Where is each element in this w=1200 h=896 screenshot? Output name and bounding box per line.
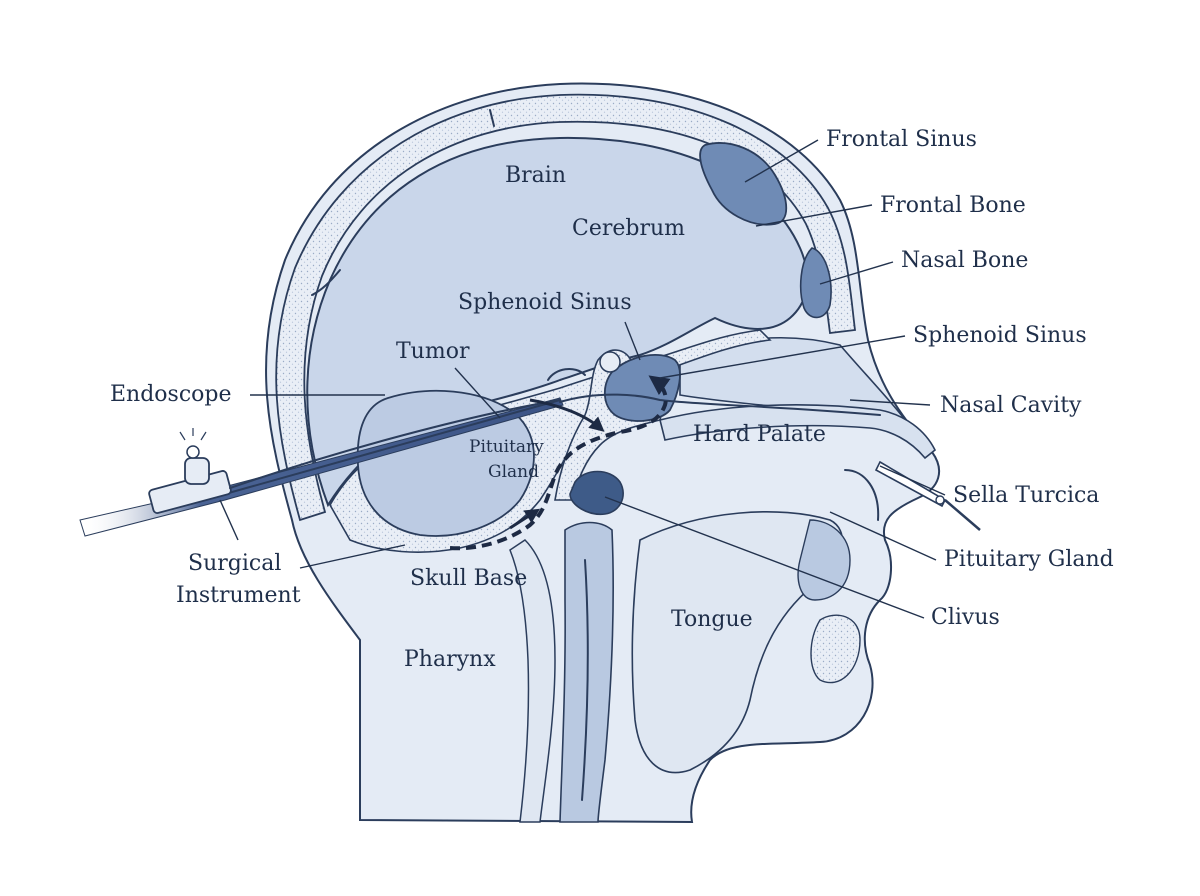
- label-brain: Brain: [505, 163, 566, 188]
- label-pituitary-gland-inner-2: Gland: [488, 462, 539, 482]
- nasal-bone-region: [799, 247, 832, 319]
- pharynx-region: [509, 539, 556, 823]
- label-nasal-bone: Nasal Bone: [901, 248, 1028, 273]
- leader-tumor: [454, 367, 501, 419]
- label-tumor: Tumor: [396, 339, 470, 364]
- label-frontal-bone: Frontal Bone: [880, 193, 1026, 218]
- surgical-instrument-right: [874, 460, 981, 531]
- leader-skull-base: [299, 544, 406, 569]
- label-clivus: Clivus: [931, 605, 1000, 630]
- label-frontal-sinus: Frontal Sinus: [826, 127, 977, 152]
- skull-bone-outer: [275, 93, 857, 522]
- path-arrow-lower: [509, 508, 541, 530]
- leader-nasal-bone: [819, 261, 894, 285]
- label-hard-palate: Hard Palate: [693, 422, 826, 447]
- sphenoid-sinus-region: [603, 353, 681, 422]
- lower-lip-region: [810, 614, 861, 684]
- tongue-region: [631, 511, 844, 774]
- frontal-sinus-region: [699, 142, 788, 226]
- hard-palate-region: [659, 404, 937, 460]
- pituitary-gland-region: [569, 470, 624, 515]
- surgical-path: [449, 375, 671, 551]
- leader-pituitary-gland-right: [829, 511, 937, 561]
- label-skull-base: Skull Base: [410, 566, 527, 591]
- label-tongue: Tongue: [671, 607, 753, 632]
- label-pituitary-gland-right: Pituitary Gland: [944, 547, 1114, 572]
- leader-surgical-instrument: [219, 499, 239, 541]
- endoscope-handle: [148, 445, 232, 514]
- leader-frontal-bone: [755, 204, 873, 227]
- leader-sella-turcica: [879, 465, 946, 496]
- leader-frontal-sinus: [744, 139, 819, 183]
- label-surgical-instrument-1: Surgical: [188, 551, 281, 576]
- leader-nasal-cavity: [849, 399, 931, 406]
- label-sphenoid-sinus-center: Sphenoid Sinus: [458, 290, 632, 315]
- label-surgical-instrument-2: Instrument: [176, 583, 301, 608]
- label-pituitary-gland-inner-1: Pituitary: [469, 437, 544, 457]
- label-pharynx: Pharynx: [404, 647, 496, 672]
- leader-clivus: [604, 496, 925, 619]
- leader-sphenoid-sinus-center: [624, 321, 641, 361]
- label-endoscope: Endoscope: [110, 382, 232, 407]
- light-source-icon: [179, 428, 207, 441]
- label-nasal-cavity: Nasal Cavity: [940, 393, 1082, 418]
- label-sella-turcica: Sella Turcica: [953, 483, 1099, 508]
- path-arrow-tumor: [529, 398, 605, 432]
- label-cerebrum: Cerebrum: [572, 216, 685, 241]
- label-sphenoid-sinus-right: Sphenoid Sinus: [913, 323, 1087, 348]
- jaw-region: [797, 519, 851, 601]
- tumor-region: [356, 389, 535, 537]
- leader-sphenoid-sinus-right: [659, 335, 906, 379]
- spinal-column: [559, 521, 614, 823]
